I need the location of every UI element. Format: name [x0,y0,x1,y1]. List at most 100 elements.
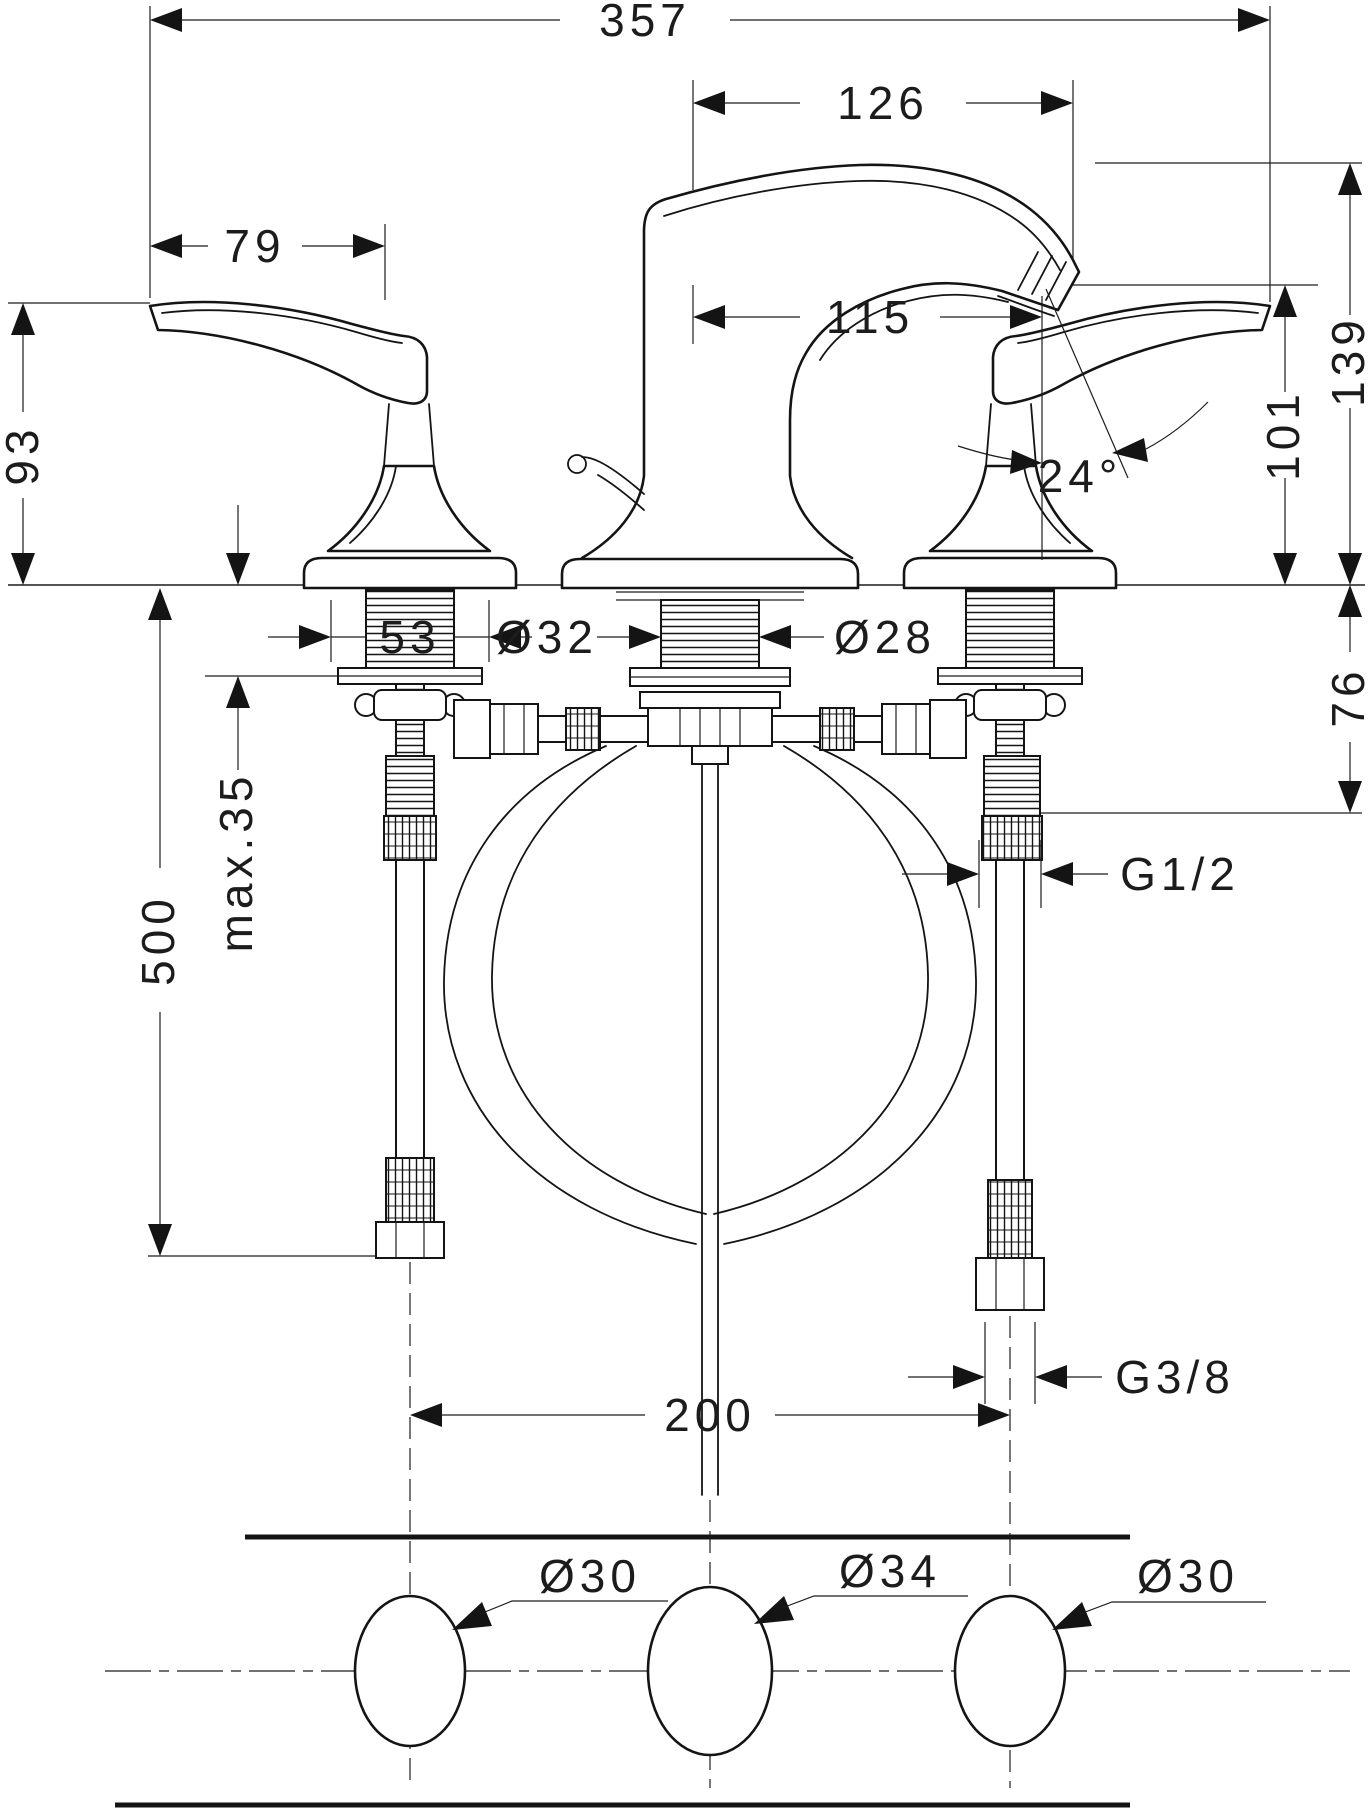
right-compression-nut [881,703,931,755]
hose-loop-left-outer [443,745,697,1245]
extension-lines [330,600,490,662]
dim-handle-base: 53 [268,600,532,663]
right-hose-crimp [819,707,855,751]
angle-arc-right [1145,401,1209,450]
hole-left-label: Ø30 [539,1550,641,1602]
spout-inner-bottom-line [819,293,1009,361]
dim-200-label: 200 [664,1389,756,1441]
left-supply-pipe [395,860,425,1158]
dimensions: 357 126 79 115 24° [0,0,1370,1630]
center-deck-washer [616,591,804,601]
right-supply-crimp [981,815,1043,861]
middle-hole-circle [646,1585,774,1757]
left-supply-nut [375,1221,445,1259]
dim-o32-label: Ø32 [496,611,598,663]
dim-357-label: 357 [599,0,691,46]
left-nut-facets [503,704,525,754]
left-supply-lower-crimp [385,1157,435,1223]
dim-lever-length: 79 [150,220,386,300]
right-handle [902,300,1272,590]
dim-overall-width: 357 [149,0,1271,302]
dim-g38-label: G3/8 [1115,1351,1235,1403]
right-valve-shank [965,589,1055,669]
left-bell-inner-line [349,465,397,544]
left-center-hose [600,715,648,743]
dim-24deg-label: 24° [1038,450,1123,502]
popup-rod-knob [567,454,587,474]
dim-spray-angle: 24° [957,288,1209,502]
dim-76-label: 76 [1322,666,1370,727]
left-supply-crimp [383,815,437,861]
dim-126-label: 126 [837,77,929,129]
left-lever [148,300,429,405]
dim-139-label: 139 [1322,315,1370,407]
extension-lines [149,6,1271,302]
dim-shank-diameter: Ø32 [496,611,661,663]
left-hose-crimp [565,707,601,751]
dim-outlet-distance: 115 [692,285,1043,560]
dim-spout-top-height: 139 [1322,163,1370,585]
right-handle-neck [985,403,1037,467]
dim-hole-spacing: 200 [410,1389,1010,1441]
dim-hose-length: 500 [132,588,184,1256]
center-tee-detail [679,708,741,746]
spout-outline [580,163,1081,560]
left-handle-neck [383,403,435,467]
arrowheads [226,553,250,708]
dim-supply-thread: G1/2 [902,840,1235,908]
drain-rod-coupler [691,745,729,765]
dim-spout-shank-diameter: Ø28 [759,611,936,663]
left-clamp-nut [373,689,447,721]
right-bell-inner-line [1023,465,1071,544]
right-clamp-nut [973,689,1047,721]
spout-inner-top-line [663,179,1061,271]
left-supply-nut-facets [395,1222,425,1258]
left-handle-base-plate [302,556,518,590]
label-hole-middle: Ø34 [754,1545,968,1624]
flexible-hose-loop [443,745,977,1245]
left-valve-shank [365,589,455,669]
right-hole-circle [953,1594,1067,1748]
dim-93-label: 93 [0,424,48,485]
dim-max-deck-thickness: max.35 [210,505,262,952]
dim-o28-label: Ø28 [834,611,936,663]
aerator-detail [1017,251,1067,301]
aerator-rim [997,295,1055,317]
dim-max35-label: max.35 [210,772,262,953]
right-nut-facets [895,704,917,754]
dim-53-label: 53 [379,611,440,663]
center-tee-body [647,707,773,747]
center-clamp-ring [639,691,781,709]
right-supply-lower-crimp [987,1179,1033,1259]
dim-outlet-height: 101 [1257,285,1309,585]
body-base-plate [560,557,860,590]
dim-connection-thread: G3/8 [908,1322,1235,1404]
dim-115-label: 115 [826,291,914,343]
left-handle-bell [326,464,492,553]
left-supply-thread [385,755,435,817]
dim-79-label: 79 [224,220,285,272]
right-supply-nut-facets [995,1258,1025,1310]
hose-loop-right-outer [723,745,977,1245]
faucet-body [560,163,1081,590]
arrowheads [947,862,1073,886]
hose-loop-left-inner [491,745,707,1215]
leader-line [1079,1601,1266,1615]
left-compression-nut [489,703,539,755]
left-handle [148,300,518,590]
right-connector-pipe [854,715,882,743]
center-threaded-shank [660,599,760,669]
dim-500-label: 500 [132,894,184,986]
hole-middle-label: Ø34 [839,1545,941,1597]
arrowhead [759,625,791,649]
right-handle-bell [928,464,1094,553]
dim-below-deck: 76 [1322,585,1370,813]
right-elbow-body [929,699,967,759]
drain-rod [691,745,729,1496]
left-valve-underdeck [337,589,648,1259]
angle-arrow-right [1112,438,1148,462]
leader-arrowhead [452,1602,492,1630]
right-supply-nut [975,1257,1045,1311]
